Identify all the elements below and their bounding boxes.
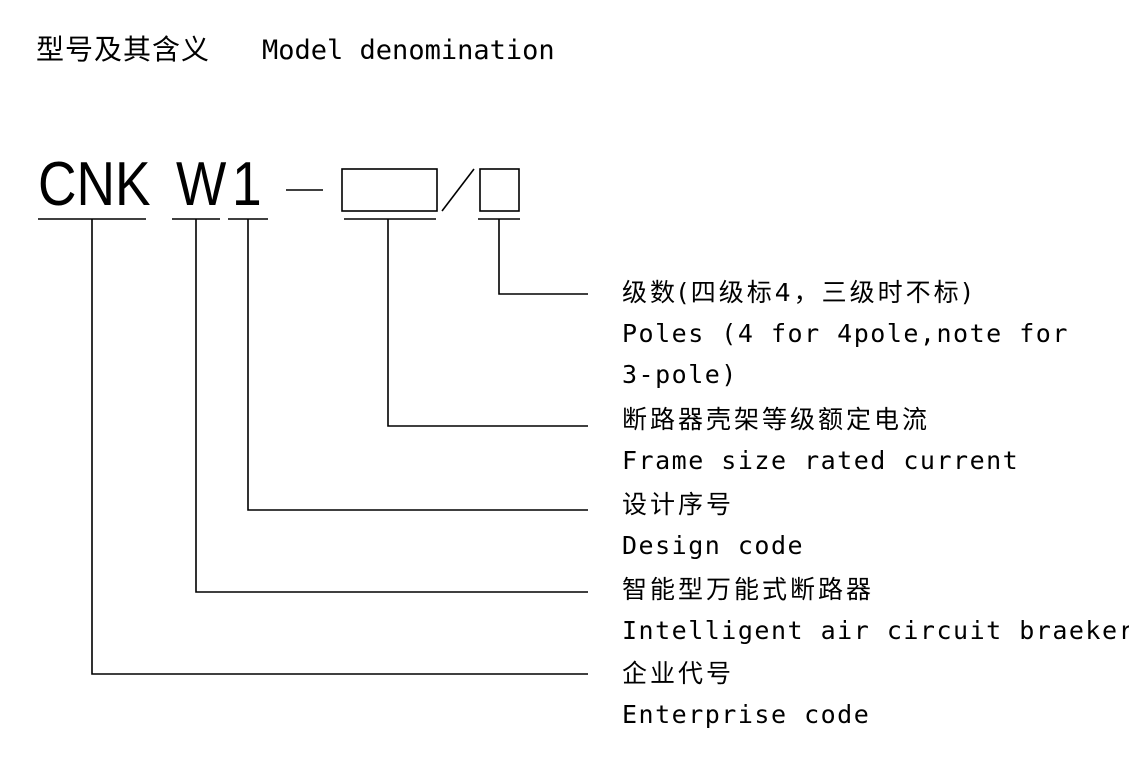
leader-design (247, 219, 588, 511)
code-type: W (176, 150, 227, 219)
title-cn: 型号及其含义 (36, 33, 211, 66)
desc-design-cn: 设计序号 (622, 490, 735, 519)
desc-enterprise-en: Enterprise code (622, 700, 871, 729)
desc-poles-en-2: 3-pole) (622, 360, 738, 389)
desc-frame-cn: 断路器壳架等级额定电流 (622, 405, 931, 434)
leader-enterprise (91, 219, 588, 675)
code-company: CNK (38, 150, 151, 219)
page-title: 型号及其含义 Model denomination (36, 30, 555, 71)
desc-enterprise-cn: 企业代号 (622, 659, 735, 688)
desc-poles-en-1: Poles (4 for 4pole,note for (622, 319, 1069, 348)
code-design: 1 (232, 150, 262, 219)
frame-box (341, 168, 438, 212)
title-en: Model denomination (262, 35, 555, 66)
leader-frame (387, 219, 588, 427)
desc-poles-cn: 级数(四级标4，三级时不标) (622, 278, 975, 307)
desc-type-en: Intelligent air circuit braeker (622, 616, 1129, 645)
leader-type (195, 219, 588, 593)
leader-poles (498, 219, 588, 295)
code-slash (441, 168, 475, 212)
poles-box (479, 168, 520, 212)
desc-type-cn: 智能型万能式断路器 (622, 575, 875, 604)
desc-frame-en: Frame size rated current (622, 446, 1020, 475)
desc-design-en: Design code (622, 531, 805, 560)
